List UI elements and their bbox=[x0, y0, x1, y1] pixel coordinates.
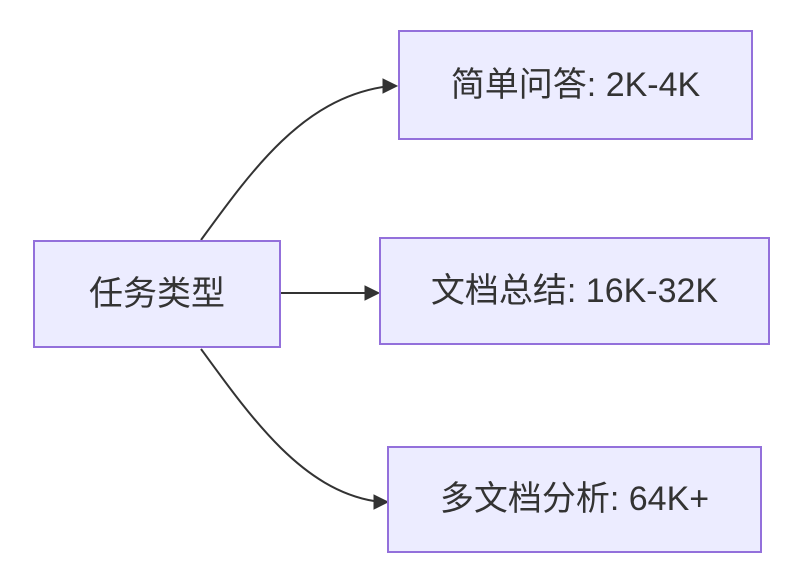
node-doc-summary: 文档总结: 16K-32K bbox=[379, 237, 770, 345]
node-doc-summary-label: 文档总结: 16K-32K bbox=[430, 271, 719, 310]
node-task-type: 任务类型 bbox=[33, 240, 281, 348]
node-simple-qa-label: 简单问答: 2K-4K bbox=[450, 65, 701, 104]
node-simple-qa: 简单问答: 2K-4K bbox=[398, 30, 753, 140]
arrowhead-simple-qa-icon bbox=[382, 78, 399, 94]
edge-root-to-simple-qa bbox=[200, 86, 384, 241]
node-multi-doc-analysis: 多文档分析: 64K+ bbox=[387, 446, 762, 553]
node-multi-doc-analysis-label: 多文档分析: 64K+ bbox=[439, 480, 710, 519]
node-task-type-label: 任务类型 bbox=[89, 274, 225, 313]
arrowhead-multi-doc-analysis-icon bbox=[373, 494, 390, 510]
edge-root-to-multi-doc-analysis bbox=[200, 348, 375, 502]
arrowhead-doc-summary-icon bbox=[364, 285, 381, 301]
